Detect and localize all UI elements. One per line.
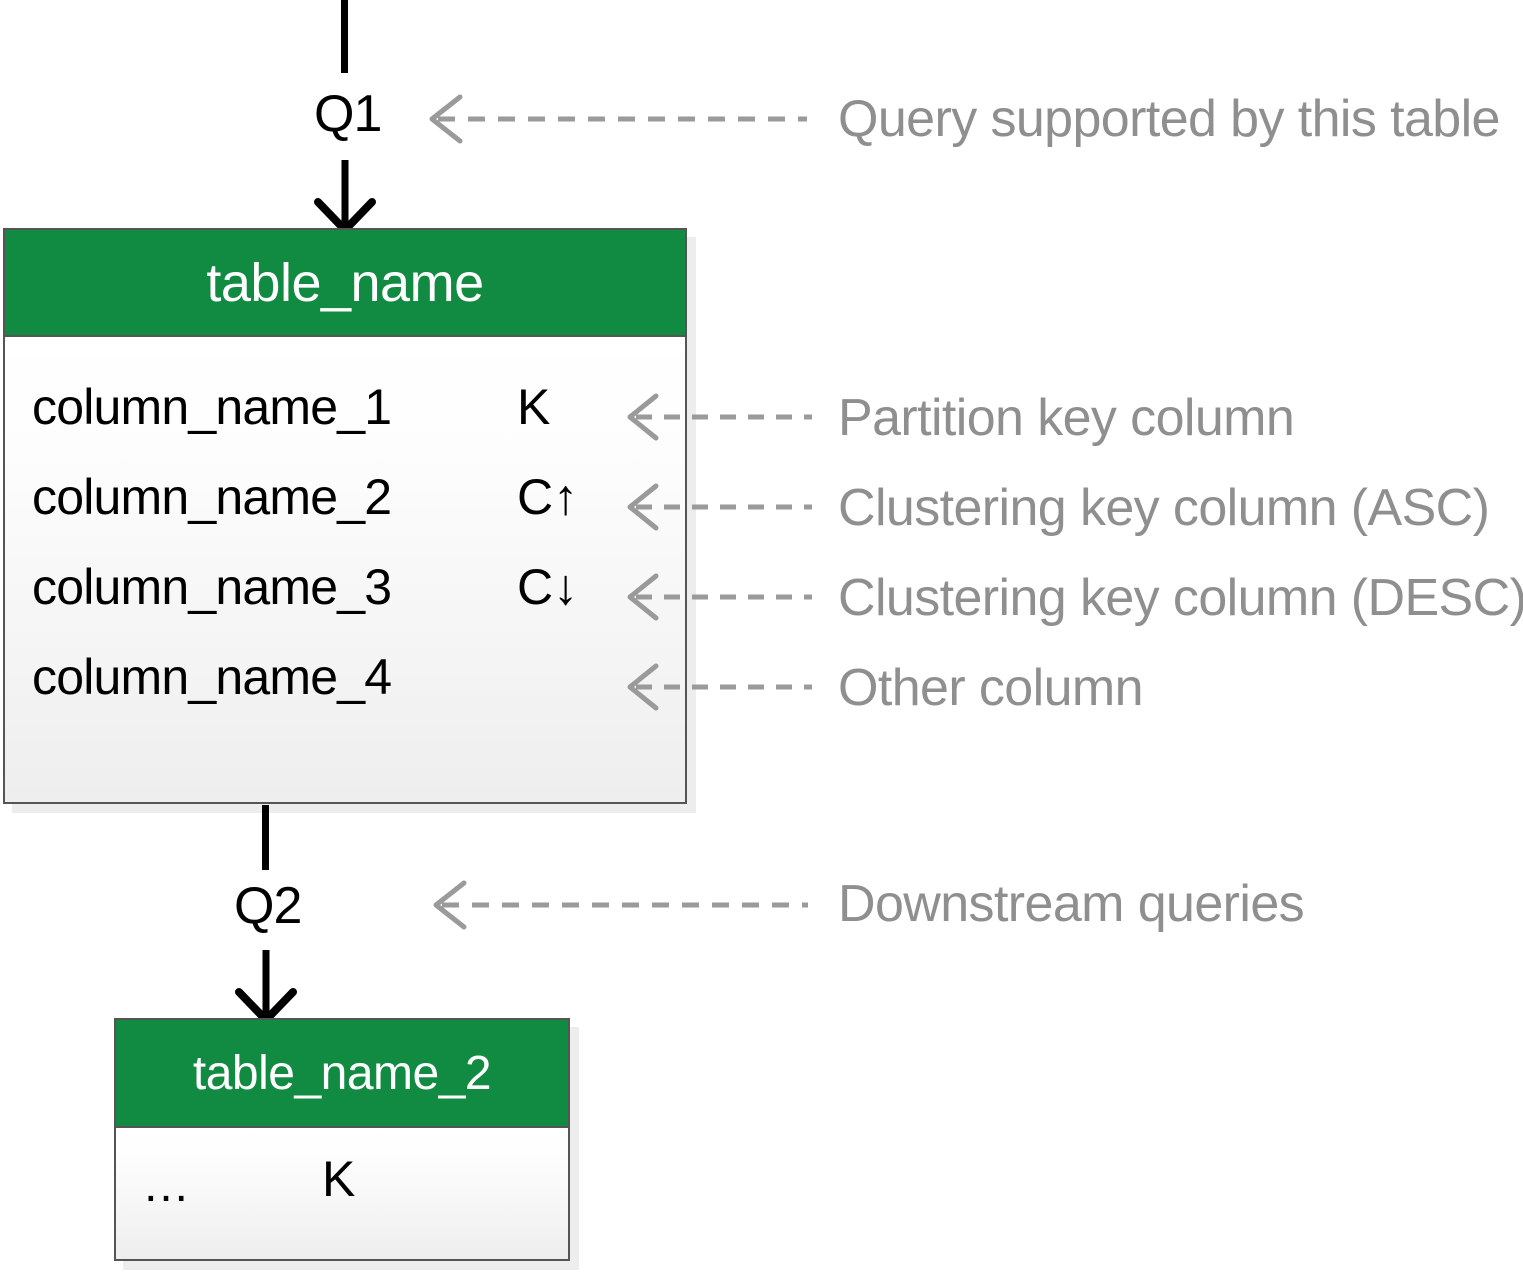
column-key-marker: K	[517, 379, 551, 435]
table-second-title: table_name_2	[116, 1020, 568, 1128]
column-name: column_name_1	[32, 379, 392, 435]
q1-incoming-line-top	[341, 0, 348, 73]
q2-arrow-to-table-2	[235, 950, 297, 1022]
column-name: column_name_2	[32, 469, 392, 525]
partition-key-annotation-arrow	[627, 393, 812, 441]
entity-table-main[interactable]: table_name column_name_1 K column_name_2…	[3, 228, 687, 804]
column-key-marker: C↑	[517, 461, 578, 533]
table-main-columns: column_name_1 K column_name_2 C↑ column_…	[5, 337, 685, 802]
table-row[interactable]: column_name_3 C↓	[5, 551, 685, 623]
clustering-asc-annotation-arrow	[627, 483, 812, 531]
annotation-query-supported: Query supported by this table	[838, 90, 1500, 148]
table-main-title: table_name	[5, 230, 685, 337]
q2-label: Q2	[234, 877, 302, 935]
q1-label: Q1	[314, 85, 382, 143]
q2-outgoing-line-top	[262, 805, 269, 870]
annotation-clustering-asc: Clustering key column (ASC)	[838, 479, 1490, 537]
entity-table-second[interactable]: table_name_2 … K	[114, 1018, 570, 1261]
annotation-partition-key: Partition key column	[838, 389, 1295, 447]
table-second-columns: … K	[116, 1128, 568, 1259]
column-key-marker: K	[322, 1151, 356, 1207]
q1-arrow-to-table	[314, 160, 376, 232]
table-row[interactable]: … K	[116, 1128, 568, 1259]
annotation-other-column: Other column	[838, 659, 1144, 717]
column-name: column_name_4	[32, 649, 392, 705]
table-row[interactable]: column_name_2 C↑	[5, 461, 685, 533]
sort-descending-icon: ↓	[553, 559, 579, 615]
table-row[interactable]: column_name_1 K	[5, 371, 685, 443]
column-name: column_name_3	[32, 559, 392, 615]
annotation-downstream-queries: Downstream queries	[838, 875, 1305, 933]
annotation-clustering-desc: Clustering key column (DESC)	[838, 569, 1523, 627]
downstream-queries-annotation-arrow	[433, 880, 808, 930]
other-column-annotation-arrow	[627, 663, 812, 711]
sort-ascending-icon: ↑	[553, 469, 579, 525]
clustering-desc-annotation-arrow	[627, 573, 812, 621]
ellipsis-label: …	[142, 1159, 190, 1212]
column-key-marker: C↓	[517, 551, 578, 623]
table-row[interactable]: column_name_4	[5, 641, 685, 713]
query-supported-annotation-arrow	[429, 94, 807, 144]
